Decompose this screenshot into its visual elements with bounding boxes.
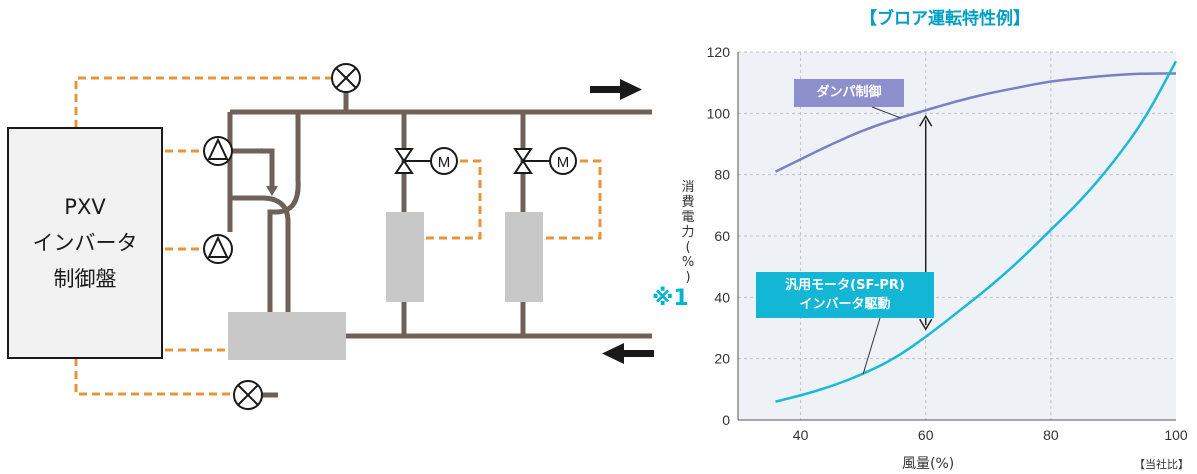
- y-tick-label: 60: [714, 228, 730, 244]
- x-axis-label: 風量(%): [902, 456, 955, 472]
- y-tick-label: 0: [722, 412, 730, 428]
- control-panel-box: [7, 127, 163, 359]
- y-axis-label-char: 費: [681, 195, 695, 210]
- inverter-drive-line: [775, 60, 1178, 403]
- signal-lines: [74, 76, 602, 396]
- savings-arrow-head-bottom: [919, 318, 933, 331]
- damper-callout: ダンパ制御: [794, 79, 904, 107]
- y-tick-label: 40: [714, 289, 730, 305]
- y-tick-label: 120: [707, 44, 731, 60]
- inverter-callout-line1: 汎用モータ(SF-PR): [785, 278, 905, 293]
- x-tick-label: 60: [918, 427, 934, 443]
- sensor-icon: [233, 380, 263, 410]
- damper-control-line: [774, 72, 1176, 173]
- flow-arrowhead-upper: [256, 148, 262, 154]
- pump-icon: [203, 136, 233, 166]
- svg-text:M: M: [438, 154, 451, 171]
- svg-text:M: M: [557, 154, 570, 171]
- sensor-icon: [331, 63, 361, 93]
- panel-label-line2: インバータ: [32, 231, 138, 255]
- savings-arrow-head-top: [919, 114, 933, 127]
- y-axis-label-char: %: [681, 255, 695, 270]
- y-tick-label: 100: [707, 105, 731, 121]
- y-axis-label-char: 電: [681, 210, 695, 225]
- source-note: 【当社比】: [1134, 458, 1189, 471]
- panel-label-line3: 制御盤: [53, 267, 117, 291]
- damper-leader-line: [871, 106, 901, 119]
- y-axis-label-char: (: [685, 240, 691, 255]
- flow-out-arrow: [590, 79, 642, 100]
- inverter-leader-line: [862, 317, 881, 375]
- y-tick-label: 80: [714, 167, 730, 183]
- motorized-valve-icon: M: [394, 147, 458, 175]
- inverter-callout: 汎用モータ(SF-PR) インバータ駆動: [756, 272, 934, 318]
- y-axis-label-char: ): [685, 270, 691, 285]
- system-diagram: M M: [7, 63, 654, 410]
- y-axis-label-char: 消: [681, 180, 695, 195]
- aeration-unit: [505, 212, 543, 302]
- blower-tank: [228, 312, 346, 360]
- panel-label-line1: PXV: [64, 195, 106, 219]
- y-tick-label: 20: [714, 351, 730, 367]
- pump-icon: [203, 234, 233, 264]
- x-tick-label: 80: [1043, 427, 1059, 443]
- x-tick-label: 100: [1164, 427, 1188, 443]
- inverter-callout-line2: インバータ駆動: [799, 297, 891, 312]
- chart-title: 【ブロア運転特性例】: [860, 9, 1030, 29]
- note-mark: ※1: [652, 286, 689, 311]
- control-panel-label: PXV インバータ 制御盤: [8, 128, 162, 358]
- flow-arrowhead-turn: [266, 186, 278, 196]
- x-tick-label: 40: [793, 427, 809, 443]
- y-axis-label: 消費電力(%): [678, 180, 698, 285]
- motorized-valve-icon: M: [513, 147, 577, 175]
- y-axis-label-char: 力: [681, 225, 695, 240]
- aeration-unit: [386, 212, 424, 302]
- flow-return-arrow: [602, 343, 654, 364]
